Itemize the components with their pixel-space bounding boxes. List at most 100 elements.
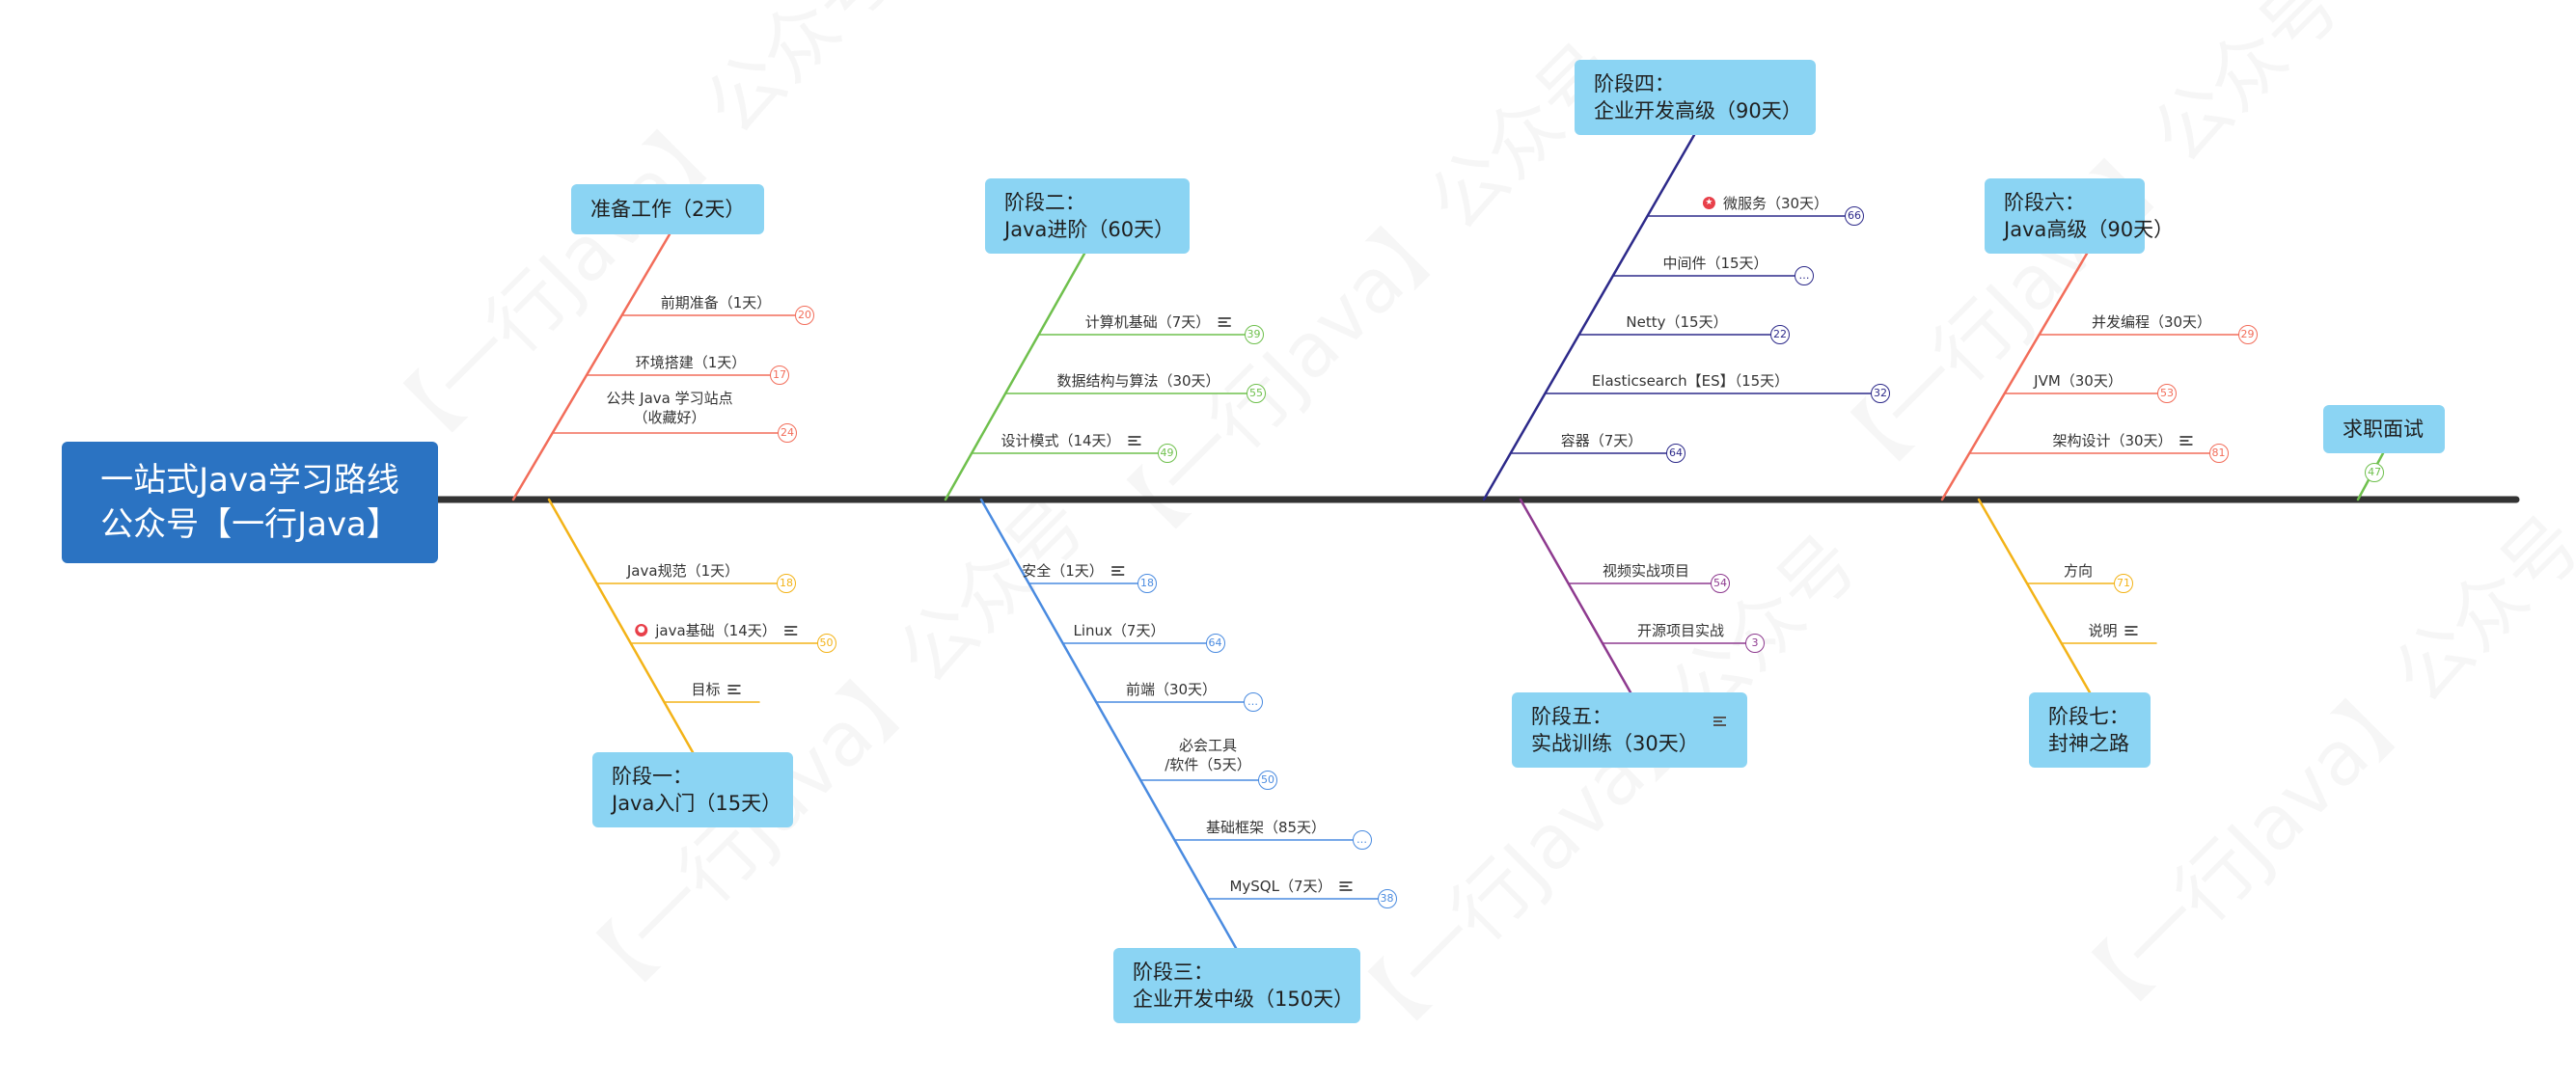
topic-count-badge[interactable]: 54 [1711, 574, 1730, 593]
topic-s6-0[interactable]: 并发编程（30天） [2092, 311, 2211, 332]
stage-title-l1: 阶段七： [2048, 705, 2129, 728]
topic-label: 并发编程（30天） [2091, 313, 2212, 331]
note-icon[interactable] [1128, 434, 1141, 447]
topic-s7-0[interactable]: 方向 [2064, 560, 2093, 581]
stage-node-s3[interactable]: 阶段三：企业开发中级（150天） [1113, 948, 1360, 1023]
topic-s6-2[interactable]: 架构设计（30天） [2052, 430, 2193, 450]
topic-count-badge[interactable]: 71 [2114, 574, 2133, 593]
topic-count-badge[interactable]: 32 [1871, 384, 1890, 403]
note-icon[interactable] [1218, 315, 1231, 329]
note-icon[interactable] [727, 683, 741, 696]
stage-title-l1: 求职面试 [2343, 418, 2424, 441]
topic-s2-1[interactable]: 数据结构与算法（30天） [1056, 370, 1219, 391]
topic-s3-5[interactable]: MySQL（7天） [1229, 876, 1353, 896]
topic-count-badge[interactable]: 18 [777, 574, 796, 593]
topic-count-badge[interactable]: 24 [778, 423, 797, 443]
topic-label-line2: （收藏好） [633, 409, 706, 426]
topic-count-badge[interactable]: 50 [1258, 771, 1277, 790]
stage-node-s0[interactable]: 准备工作（2天） [571, 184, 764, 234]
stage-node-s7[interactable]: 阶段七：封神之路 [2029, 692, 2151, 768]
stage-branch-s2 [944, 252, 1086, 501]
topic-s2-0[interactable]: 计算机基础（7天） [1085, 311, 1231, 332]
note-icon[interactable] [2124, 624, 2138, 637]
stage-node-s8[interactable]: 求职面试 [2323, 405, 2445, 453]
topic-s0-0[interactable]: 前期准备（1天） [661, 292, 772, 312]
topic-label: 基础框架（85天） [1205, 819, 1327, 836]
topic-s7-1[interactable]: 说明 [2088, 620, 2138, 640]
topic-label: 设计模式（14天） [1000, 432, 1121, 449]
topic-s3-4[interactable]: 基础框架（85天） [1206, 817, 1326, 837]
topic-label: 说明 [2088, 622, 2118, 639]
stage-node-s4[interactable]: 阶段四：企业开发高级（90天） [1575, 60, 1816, 135]
stage-title-l2: Java进阶（60天） [1004, 218, 1175, 241]
stage-node-s1[interactable]: 阶段一： Java入门（15天） [592, 752, 793, 827]
topic-s6-1[interactable]: JVM（30天） [2034, 370, 2123, 391]
topic-count-badge[interactable]: 55 [1247, 384, 1266, 403]
topic-count-badge[interactable]: … [1352, 830, 1372, 850]
topic-s1-2[interactable]: 目标 [691, 679, 741, 699]
stage-branch-s5 [1519, 498, 1632, 694]
topic-label: Linux（7天） [1073, 622, 1165, 639]
topic-count-badge[interactable]: 47 [2365, 463, 2385, 482]
topic-count-badge[interactable]: 3 [1745, 634, 1765, 653]
topic-label: 前期准备（1天） [660, 294, 772, 311]
stage-title-l1: 阶段四： [1594, 72, 1675, 95]
topic-s1-1[interactable]: ●java基础（14天） [635, 620, 797, 640]
stage-title-l1: 阶段五： [1531, 705, 1612, 728]
stage-title-l2: 企业开发中级（150天） [1133, 988, 1355, 1011]
topic-count-badge[interactable]: 50 [816, 634, 836, 653]
stage-title-l1: 阶段一： [612, 765, 693, 788]
note-icon[interactable] [1713, 715, 1726, 728]
topic-label: 中间件（15天） [1662, 255, 1768, 272]
topic-s3-2[interactable]: 前端（30天） [1126, 679, 1217, 699]
topic-count-badge[interactable]: 22 [1770, 325, 1790, 344]
topic-count-badge[interactable]: 17 [770, 366, 789, 385]
topic-s0-1[interactable]: 环境搭建（1天） [636, 352, 747, 372]
topic-s3-0[interactable]: 安全（1天） [1022, 560, 1124, 581]
topic-label: 前端（30天） [1125, 681, 1218, 698]
topic-s4-1[interactable]: 中间件（15天） [1662, 253, 1768, 273]
topic-count-badge[interactable]: … [1795, 266, 1814, 285]
topic-count-badge[interactable]: 20 [795, 306, 814, 325]
stage-title-l1: 阶段六： [2004, 191, 2085, 214]
note-icon[interactable] [1110, 564, 1124, 578]
topic-count-badge[interactable]: 64 [1666, 444, 1685, 463]
topic-s3-1[interactable]: Linux（7天） [1074, 620, 1165, 640]
stage-node-s2[interactable]: 阶段二： Java进阶（60天） [985, 178, 1190, 254]
stage-title-l2: Java入门（15天） [612, 792, 782, 815]
note-icon[interactable] [1339, 880, 1353, 893]
topic-s3-3[interactable]: 必会工具/软件（5天） [1165, 736, 1251, 774]
topic-s4-4[interactable]: 容器（7天） [1561, 430, 1643, 450]
topic-s4-2[interactable]: Netty（15天） [1626, 311, 1727, 332]
topic-count-badge[interactable]: 64 [1205, 634, 1225, 653]
topic-s5-1[interactable]: 开源项目实战 [1637, 620, 1724, 640]
note-icon[interactable] [783, 624, 797, 637]
topic-count-badge[interactable]: 18 [1137, 574, 1157, 593]
note-icon[interactable] [2179, 434, 2193, 447]
stage-branch-s3 [979, 498, 1238, 950]
topic-s2-2[interactable]: 设计模式（14天） [1000, 430, 1141, 450]
stage-node-s5[interactable]: 阶段五：实战训练（30天） [1512, 692, 1747, 768]
stage-node-s6[interactable]: 阶段六：Java高级（90天） [1985, 178, 2174, 254]
topic-count-badge[interactable]: 66 [1845, 206, 1864, 226]
topic-label: 目标 [691, 681, 721, 698]
central-topic[interactable]: 一站式Java学习路线公众号【一行Java】 [62, 442, 438, 563]
topic-count-badge[interactable]: 49 [1157, 444, 1177, 463]
topic-count-badge[interactable]: 29 [2237, 325, 2258, 344]
topic-s1-0[interactable]: Java规范（1天） [627, 560, 739, 581]
topic-s4-0[interactable]: ★微服务（30天） [1702, 193, 1828, 213]
topic-label: 公共 Java 学习站点 [606, 390, 733, 407]
topic-count-badge[interactable]: 38 [1377, 889, 1397, 908]
topic-count-badge[interactable]: 81 [2208, 444, 2229, 463]
topic-count-badge[interactable]: 39 [1244, 325, 1264, 344]
topic-label: 安全（1天） [1022, 562, 1104, 580]
topic-count-badge[interactable]: 53 [2157, 384, 2177, 403]
topic-s4-3[interactable]: Elasticsearch【ES】（15天） [1592, 370, 1789, 391]
topic-count-badge[interactable]: … [1243, 692, 1263, 712]
stage-title-l1: 阶段二： [1004, 191, 1085, 214]
topic-s5-0[interactable]: 视频实战项目 [1603, 560, 1689, 581]
stage-title-l1: 准备工作（2天） [590, 198, 746, 221]
topic-s0-2[interactable]: 公共 Java 学习站点 （收藏好） [606, 389, 732, 427]
